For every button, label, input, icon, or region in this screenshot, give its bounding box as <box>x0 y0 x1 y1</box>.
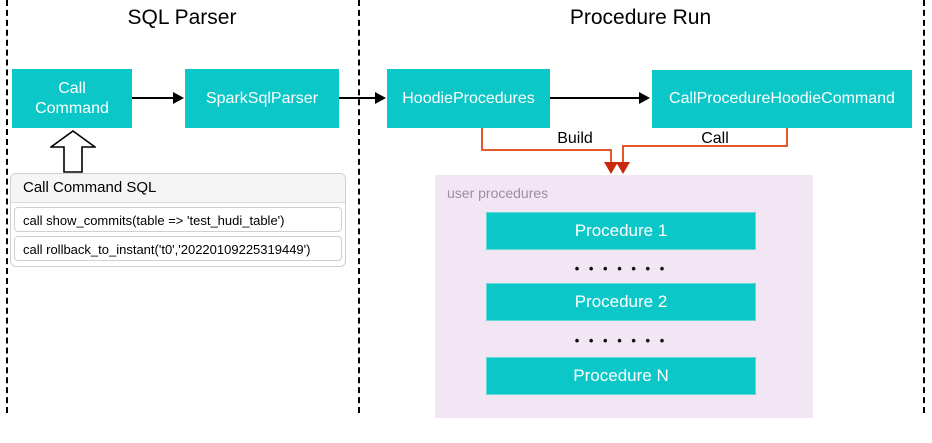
procedure-n-node: Procedure N <box>486 357 756 395</box>
arrow-line <box>550 97 640 99</box>
procedure-run-section-title: Procedure Run <box>569 6 712 29</box>
connector-line <box>610 149 612 163</box>
arrow-line <box>132 97 175 99</box>
procedure-2-label: Procedure 2 <box>574 292 668 311</box>
procedure-1-label: Procedure 1 <box>574 221 668 240</box>
procedure-n-label: Procedure N <box>573 366 669 385</box>
section-divider-right <box>923 0 925 413</box>
call-command-label: Call Command <box>35 79 109 117</box>
arrow-down-icon <box>604 162 618 174</box>
hoodieprocedures-label: HoodieProcedures <box>402 89 535 107</box>
connector-line <box>786 128 788 147</box>
sql-panel: Call Command SQL call show_commits(table… <box>10 173 346 267</box>
sql-parser-section-title: SQL Parser <box>127 6 237 29</box>
sql-panel-title: Call Command SQL <box>11 174 345 203</box>
sparksqlparser-label: SparkSqlParser <box>205 89 319 107</box>
user-procedures-label: user procedures <box>447 185 549 201</box>
connector-line <box>622 145 624 163</box>
user-procedures-panel: user procedures Procedure 1 • • • • • • … <box>435 175 813 418</box>
build-edge-label: Build <box>557 130 593 147</box>
hoodieprocedures-node: HoodieProcedures <box>387 69 550 128</box>
call-edge-label: Call <box>701 130 729 147</box>
sql-row: call rollback_to_instant('t0','202201092… <box>14 236 342 261</box>
arrow-down-icon <box>616 162 630 174</box>
section-divider-middle <box>358 0 360 413</box>
callprocedurehoodiecommand-node: CallProcedureHoodieCommand <box>652 70 912 128</box>
sparksqlparser-node: SparkSqlParser <box>185 69 339 128</box>
connector-line <box>481 149 612 151</box>
arrow-right-icon <box>173 92 184 104</box>
connector-line <box>623 145 788 147</box>
procedure-2-node: Procedure 2 <box>486 283 756 321</box>
arrow-right-icon <box>639 92 650 104</box>
call-command-node: Call Command <box>12 69 132 128</box>
connector-line <box>481 128 483 151</box>
procedure-1-node: Procedure 1 <box>486 212 756 250</box>
section-divider-left <box>6 0 8 413</box>
arrow-line <box>339 97 376 99</box>
sql-row: call show_commits(table => 'test_hudi_ta… <box>14 207 342 232</box>
block-arrow-up-icon <box>50 130 96 173</box>
ellipsis-dots: • • • • • • • <box>574 333 668 348</box>
ellipsis-dots: • • • • • • • <box>574 261 668 276</box>
callprocedurehoodiecommand-label: CallProcedureHoodieCommand <box>669 90 895 107</box>
arrow-right-icon <box>375 92 386 104</box>
